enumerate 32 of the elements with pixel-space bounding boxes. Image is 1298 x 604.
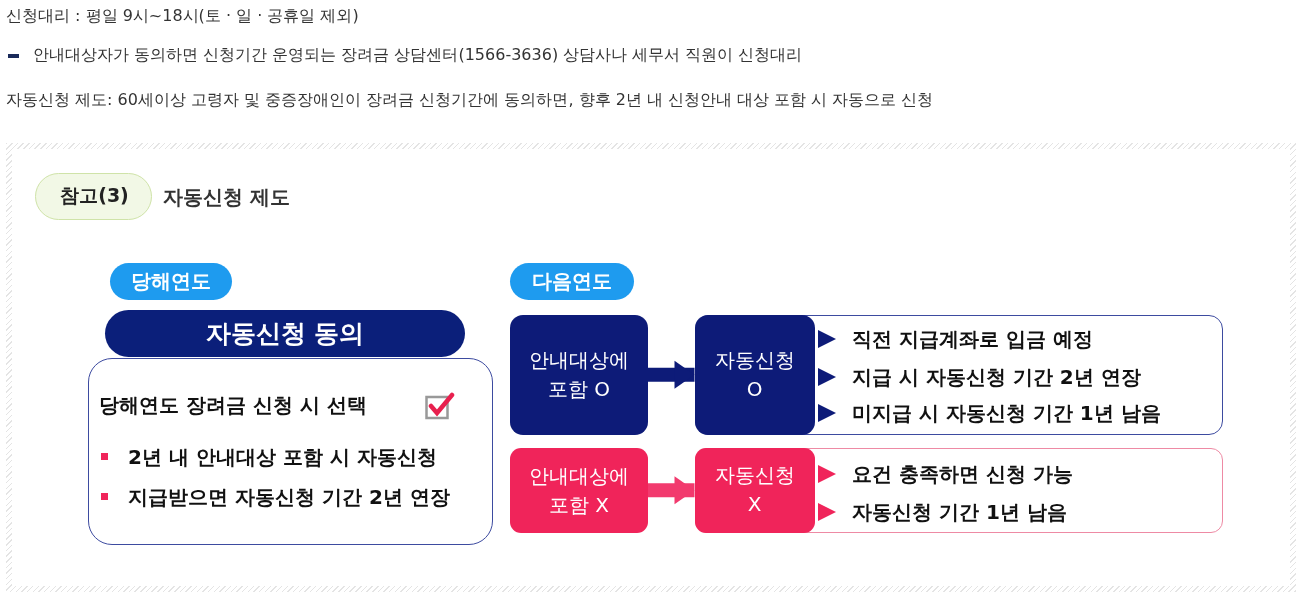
- condition-box: [510, 315, 648, 435]
- result-text: 자동신청 기간 1년 남음: [852, 499, 1067, 526]
- consent-card: [88, 358, 493, 545]
- year-label: 다음연도: [531, 268, 613, 295]
- condition-box: [510, 448, 648, 533]
- card-text: 당해연도 장려금 신청 시 선택: [99, 392, 367, 419]
- bullet-text: 안내대상자가 동의하면 신청기간 운영되는 장려금 상담센터(1566-3636) 상담사나 세무서 직원이 신청대리: [33, 45, 803, 66]
- result-text: 요건 충족하면 신청 가능: [852, 461, 1073, 488]
- note-text: 신청대리 : 평일 9시~18시(토 · 일 · 공휴일 제외): [6, 6, 359, 27]
- section-title: 자동신청 제도: [163, 184, 290, 211]
- status-box: [694, 447, 815, 533]
- result-text: 미지급 시 자동신청 기간 1년 남음: [852, 400, 1161, 427]
- note-text: 자동신청 제도: 60세이상 고령자 및 중증장애인이 장려금 신청기간에 동의하면, 향후 2년 내 신청안내 대상 포함 시 자동으로 신청: [6, 90, 934, 111]
- condition-text: 안내대상에 포함 O: [528, 347, 630, 403]
- status-text: 자동신청 X: [713, 462, 796, 518]
- status-text: 자동신청 O: [713, 346, 796, 403]
- result-panel: [695, 448, 1223, 533]
- status-box: [694, 314, 815, 435]
- bullet-text: 2년 내 안내대상 포함 시 자동신청: [128, 444, 437, 471]
- block-arrow: [648, 476, 695, 505]
- year-pill: [510, 263, 634, 300]
- year-label: 당해연도: [130, 268, 212, 295]
- condition-text: 안내대상에 포함 X: [528, 462, 630, 519]
- card-heading: 자동신청 동의: [204, 318, 366, 350]
- bullet-text: 지급받으면 자동신청 기간 2년 연장: [128, 484, 450, 511]
- result-text: 지급 시 자동신청 기간 2년 연장: [852, 364, 1141, 391]
- result-text: 직전 지급계좌로 입금 예정: [852, 326, 1093, 353]
- tag-label: 참고(3): [59, 183, 130, 208]
- year-pill: [110, 263, 232, 300]
- block-arrow: [648, 360, 695, 389]
- heading-pill: [105, 310, 465, 357]
- result-panel: [695, 315, 1223, 435]
